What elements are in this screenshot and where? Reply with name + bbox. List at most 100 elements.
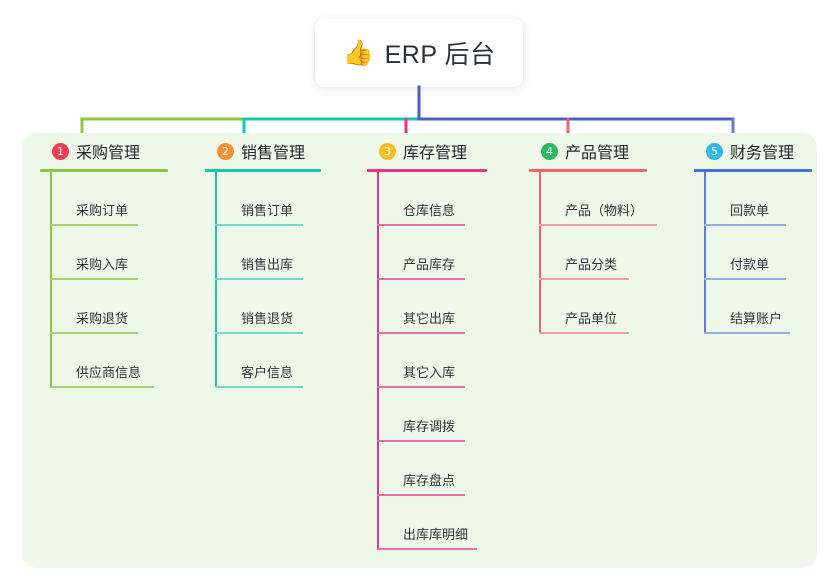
branch-header-2[interactable]: 2 销售管理 xyxy=(201,133,366,169)
leaf-item-rule xyxy=(215,278,303,280)
leaf-item-label: 采购入库 xyxy=(76,257,129,272)
leaf-item-rule xyxy=(377,386,465,388)
branch-column-2: 2 销售管理销售订单销售出库销售退货客户信息 xyxy=(201,133,366,388)
branch-body-4: 产品（物料） 产品分类产品单位 xyxy=(539,172,690,334)
branch-body-2: 销售订单销售出库销售退货客户信息 xyxy=(215,172,366,388)
branch-badge-4: 4 xyxy=(541,142,558,160)
leaf-item[interactable]: 采购入库 xyxy=(50,226,201,280)
branch-title-2: 销售管理 xyxy=(241,145,306,162)
branch-header-3[interactable]: 3 库存管理 xyxy=(363,133,528,169)
leaf-item[interactable]: 产品分类 xyxy=(539,226,690,280)
leaf-item-label: 客户信息 xyxy=(241,365,294,380)
leaf-item-rule xyxy=(215,332,303,334)
leaf-item-rule xyxy=(215,224,303,226)
branch-column-1: 1 采购管理采购订单采购入库采购退货供应商信息 xyxy=(36,133,201,388)
leaf-item[interactable]: 其它入库 xyxy=(377,334,528,388)
branch-body-3: 仓库信息产品库存其它出库其它入库库存调拨库存盘点出库库明细 xyxy=(377,172,528,550)
branch-title-4: 产品管理 xyxy=(565,145,630,162)
branch-title-3: 库存管理 xyxy=(403,145,468,162)
branch-column-5: 5 财务管理回款单付款单结算账户 xyxy=(690,133,839,334)
leaf-item-rule xyxy=(377,332,465,334)
leaf-item[interactable]: 供应商信息 xyxy=(50,334,201,388)
branch-badge-5: 5 xyxy=(706,142,723,160)
leaf-item[interactable]: 销售退货 xyxy=(215,280,366,334)
leaf-item-label: 采购订单 xyxy=(76,203,129,218)
leaf-item-rule xyxy=(377,224,465,226)
leaf-item-rule xyxy=(704,224,786,226)
leaf-item[interactable]: 出库库明细 xyxy=(377,496,528,550)
branch-body-1: 采购订单采购入库采购退货供应商信息 xyxy=(50,172,201,388)
leaf-item-label: 供应商信息 xyxy=(76,365,142,380)
branch-header-rule-4 xyxy=(529,169,647,172)
leaf-item[interactable]: 产品库存 xyxy=(377,226,528,280)
branch-badge-1: 1 xyxy=(52,142,69,160)
branch-spine-1 xyxy=(50,172,52,388)
branch-badge-3: 3 xyxy=(379,142,396,160)
leaf-item-label: 采购退货 xyxy=(76,311,129,326)
branch-header-rule-1 xyxy=(40,169,168,172)
branch-title-1: 采购管理 xyxy=(76,145,141,162)
branch-column-3: 3 库存管理仓库信息产品库存其它出库其它入库库存调拨库存盘点出库库明细 xyxy=(363,133,528,550)
leaf-item-rule xyxy=(50,278,138,280)
leaf-item[interactable]: 采购订单 xyxy=(50,172,201,226)
leaf-item-label: 结算账户 xyxy=(730,311,783,326)
branch-badge-2: 2 xyxy=(217,142,234,160)
leaf-item-rule xyxy=(50,224,138,226)
leaf-item[interactable]: 库存调拨 xyxy=(377,388,528,442)
leaf-item-rule xyxy=(704,278,786,280)
leaf-item-rule xyxy=(50,386,154,388)
leaf-item[interactable]: 结算账户 xyxy=(704,280,839,334)
leaf-item[interactable]: 库存盘点 xyxy=(377,442,528,496)
branch-header-4[interactable]: 4 产品管理 xyxy=(525,133,690,169)
branch-columns: 1 采购管理采购订单采购入库采购退货供应商信息 2 销售管理销售订单销售出库销售退货客… xyxy=(22,133,817,568)
leaf-item-rule xyxy=(377,494,465,496)
branch-header-rule-3 xyxy=(367,169,487,172)
thumbs-up-icon: 👍 xyxy=(342,38,374,67)
leaf-item-label: 产品分类 xyxy=(565,257,618,272)
leaf-item-label: 库存盘点 xyxy=(403,473,456,488)
leaf-item-rule xyxy=(377,278,465,280)
branch-spine-2 xyxy=(215,172,217,388)
leaf-item-rule xyxy=(704,332,790,334)
leaf-item-rule xyxy=(539,278,629,280)
root-node-title: ERP 后台 xyxy=(384,40,496,69)
branch-column-4: 4 产品管理产品（物料） 产品分类产品单位 xyxy=(525,133,690,334)
leaf-item-label: 产品单位 xyxy=(565,311,618,326)
root-node-card[interactable]: 👍 ERP 后台 xyxy=(315,18,523,87)
branch-header-rule-2 xyxy=(205,169,321,172)
leaf-item-label: 回款单 xyxy=(730,203,770,218)
leaf-item[interactable]: 其它出库 xyxy=(377,280,528,334)
leaf-item-rule xyxy=(215,386,303,388)
leaf-item-label: 销售退货 xyxy=(241,311,294,326)
leaf-item[interactable]: 客户信息 xyxy=(215,334,366,388)
leaf-item[interactable]: 产品（物料） xyxy=(539,172,690,226)
leaf-item[interactable]: 付款单 xyxy=(704,226,839,280)
leaf-item-label: 其它入库 xyxy=(403,365,456,380)
branch-header-rule-5 xyxy=(694,169,812,172)
branch-spine-5 xyxy=(704,172,706,334)
leaf-item[interactable]: 仓库信息 xyxy=(377,172,528,226)
branch-title-5: 财务管理 xyxy=(730,145,795,162)
leaf-item[interactable]: 销售订单 xyxy=(215,172,366,226)
leaf-item-label: 出库库明细 xyxy=(403,527,469,542)
leaf-item-label: 销售订单 xyxy=(241,203,294,218)
leaf-item-label: 其它出库 xyxy=(403,311,456,326)
branch-header-5[interactable]: 5 财务管理 xyxy=(690,133,839,169)
leaf-item-label: 产品库存 xyxy=(403,257,456,272)
leaf-item[interactable]: 销售出库 xyxy=(215,226,366,280)
leaf-item[interactable]: 回款单 xyxy=(704,172,839,226)
leaf-item-rule xyxy=(377,440,465,442)
branch-header-1[interactable]: 1 采购管理 xyxy=(36,133,201,169)
branch-body-5: 回款单付款单结算账户 xyxy=(704,172,839,334)
leaf-item-label: 付款单 xyxy=(730,257,770,272)
leaf-item-rule xyxy=(539,224,657,226)
leaf-item-label: 仓库信息 xyxy=(403,203,456,218)
leaf-item-rule xyxy=(50,332,138,334)
leaf-item[interactable]: 采购退货 xyxy=(50,280,201,334)
leaf-item-label: 销售出库 xyxy=(241,257,294,272)
leaf-item-label: 产品（物料） xyxy=(565,203,644,218)
branch-spine-4 xyxy=(539,172,541,334)
leaf-item-rule xyxy=(377,548,477,550)
branch-spine-3 xyxy=(377,172,379,550)
leaf-item[interactable]: 产品单位 xyxy=(539,280,690,334)
